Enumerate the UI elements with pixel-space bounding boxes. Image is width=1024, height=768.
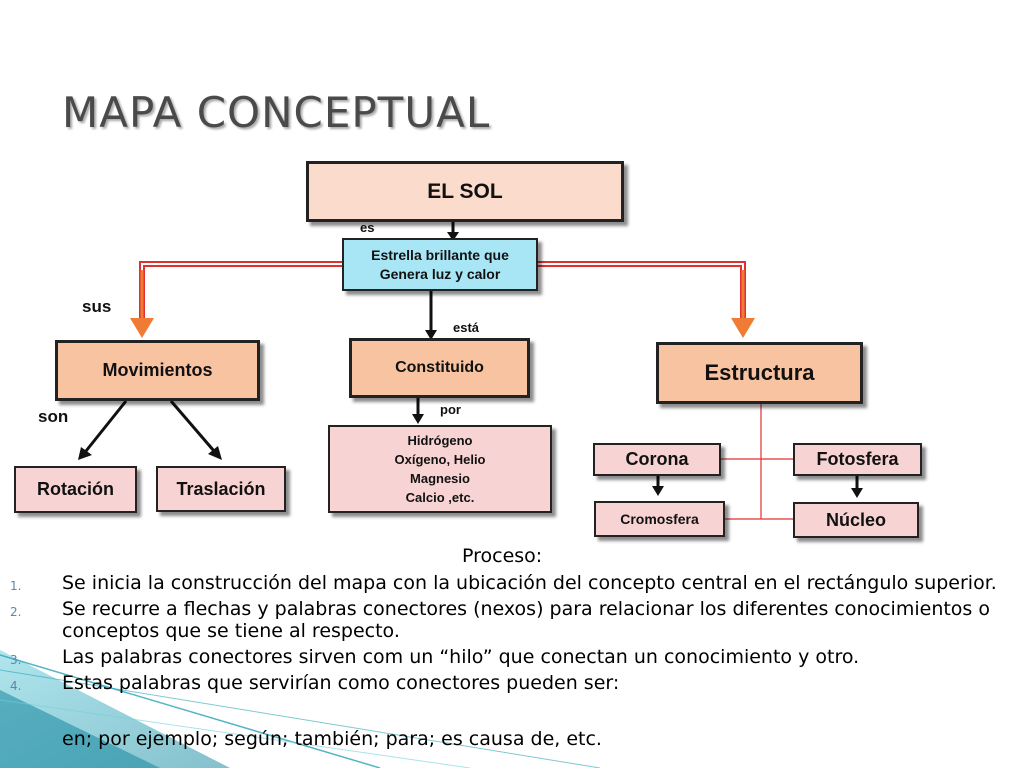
branch-line-right	[538, 261, 755, 338]
concept-root: EL SOL	[306, 161, 624, 222]
concept-corona-label: Corona	[625, 449, 689, 469]
step-number: 1.	[10, 579, 22, 593]
concept-traslacion: Traslación	[156, 466, 286, 512]
concept-root-label: EL SOL	[427, 179, 503, 203]
connector-sus: sus	[82, 297, 112, 316]
connector-es: es	[360, 220, 375, 235]
element-item: Hidrógeno	[407, 433, 473, 448]
concept-traslacion-label: Traslación	[176, 478, 266, 499]
step-text: Las palabras conectores sirven com un “h…	[62, 646, 860, 668]
list-item: 1. Se inicia la construcción del mapa co…	[0, 572, 1000, 594]
step-number: 4.	[10, 679, 22, 693]
concept-corona: Corona	[593, 443, 721, 476]
concept-estructura-label: Estructura	[704, 360, 815, 385]
arrow-root-to-definition	[447, 222, 459, 241]
concept-cromosfera-label: Cromosfera	[620, 511, 699, 527]
concept-cromosfera: Cromosfera	[594, 501, 725, 537]
list-item: 4. Estas palabras que servirían como con…	[0, 672, 1000, 694]
arrow-movimientos-to-traslacion	[169, 400, 222, 460]
concept-estructura: Estructura	[656, 342, 863, 404]
definition-line-2: Genera luz y calor	[379, 265, 501, 282]
connector-esta: está	[453, 320, 480, 335]
element-item: Magnesio	[410, 471, 470, 486]
concept-constituido: Constituido	[349, 338, 530, 398]
concept-movimientos-label: Movimientos	[102, 360, 213, 380]
concept-nucleo: Núcleo	[793, 502, 919, 538]
steps-list: 1. Se inicia la construcción del mapa co…	[0, 572, 1000, 698]
arrow-movimientos-to-rotacion	[78, 400, 128, 460]
proceso-heading: Proceso:	[462, 545, 543, 567]
step-text: Se recurre a flechas y palabras conector…	[62, 598, 990, 642]
arrow-fotosfera-to-nucleo	[851, 476, 863, 498]
definition-line-1: Estrella brillante que	[371, 246, 509, 263]
concept-definition: Estrella brillante que Genera luz y calo…	[342, 238, 538, 291]
step-4-continuation: en; por ejemplo; según; también; para; e…	[62, 728, 602, 750]
decorative-swoosh-bottom-left	[0, 650, 601, 768]
list-item: 2. Se recurre a flechas y palabras conec…	[0, 598, 1000, 642]
list-item: 3. Las palabras conectores sirven com un…	[0, 646, 1000, 668]
concept-fotosfera-label: Fotosfera	[816, 449, 899, 469]
step-text: Se inicia la construcción del mapa con l…	[62, 572, 997, 594]
concept-constituido-label: Constituido	[395, 359, 484, 376]
arrow-definition-to-constituido	[425, 290, 437, 340]
element-item: Oxígeno, Helio	[394, 452, 486, 467]
step-number: 2.	[10, 605, 22, 619]
concept-fotosfera: Fotosfera	[793, 443, 922, 476]
concept-rotacion-label: Rotación	[36, 479, 114, 499]
concept-nucleo-label: Núcleo	[825, 509, 886, 530]
connector-por: por	[440, 402, 461, 417]
concept-elements: Hidrógeno Oxígeno, Helio Magnesio Calcio…	[328, 425, 552, 513]
estructura-connectors	[721, 403, 793, 520]
page-title: MAPA CONCEPTUAL	[62, 88, 491, 137]
step-text: Estas palabras que servirían como conect…	[62, 672, 620, 694]
element-item: Calcio ,etc.	[405, 490, 475, 505]
branch-line-left	[130, 261, 344, 338]
concept-movimientos: Movimientos	[55, 340, 260, 401]
step-number: 3.	[10, 653, 22, 667]
connector-son: son	[38, 407, 69, 426]
arrow-corona-to-cromosfera	[652, 476, 664, 496]
arrow-constituido-to-elements	[412, 398, 424, 424]
concept-rotacion: Rotación	[14, 466, 137, 513]
